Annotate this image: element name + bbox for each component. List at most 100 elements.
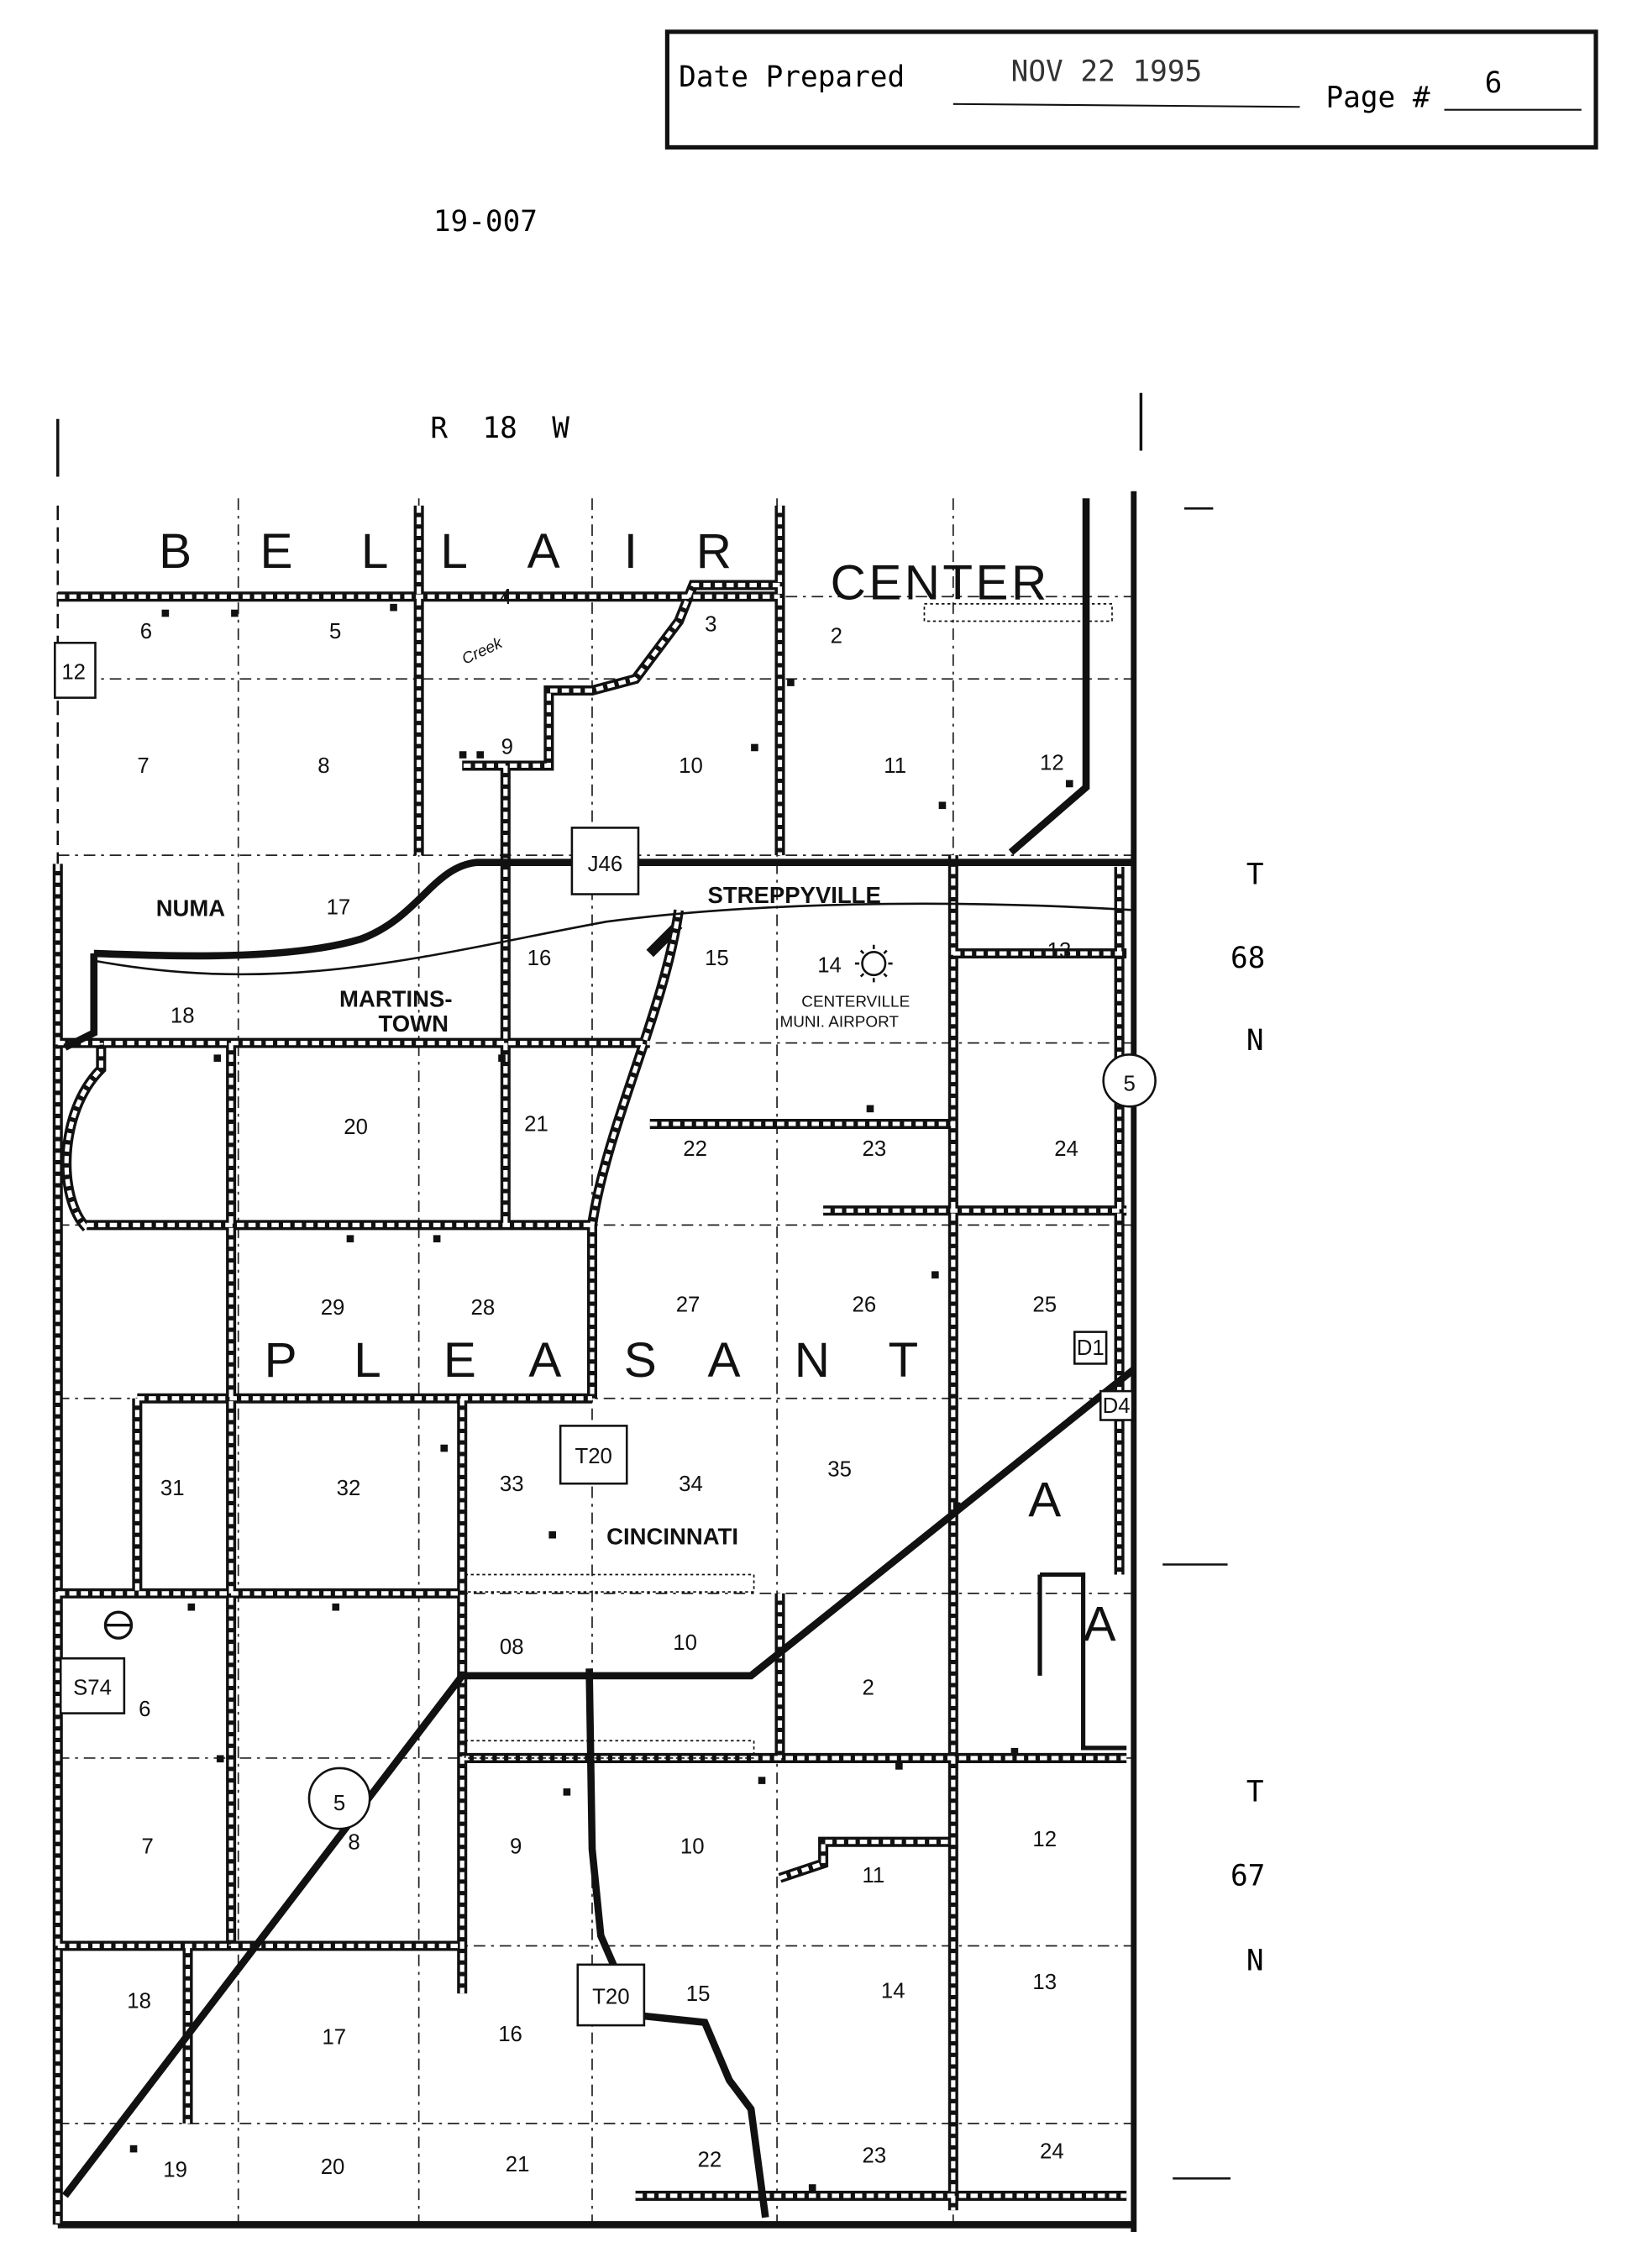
shields-hwy5_east: 5 xyxy=(1123,1072,1135,1095)
hatched-area xyxy=(923,602,1113,622)
shields-t20_south: T20 xyxy=(592,1985,629,2008)
sections_t68-11: 18 xyxy=(171,1005,195,1028)
townships-south-0: T xyxy=(1246,1776,1264,1809)
townships-south-1: 67 xyxy=(1231,1859,1265,1893)
sections_t68-31: 35 xyxy=(827,1458,852,1482)
sections_t68-30: 34 xyxy=(679,1473,703,1496)
sections_t67-11: 17 xyxy=(322,2025,346,2049)
township_names-bellair-6: R xyxy=(696,524,732,579)
section-numbers-t67n: 6 08 10 2 7 8 9 10 11 12 18 17 16 15 14 … xyxy=(127,1631,1063,2182)
shields-s74: S74 xyxy=(73,1676,112,1699)
highways xyxy=(61,498,1136,2218)
sections_t68-2: 4 xyxy=(500,585,512,609)
township-67n-label: T 67 N xyxy=(1231,1776,1265,1978)
township-68n-label: T 68 N xyxy=(1231,858,1265,1058)
sections_t68-17: 20 xyxy=(344,1116,368,1139)
sections_t67-2: 10 xyxy=(673,1631,697,1655)
sections_t68-9: 11 xyxy=(884,754,906,778)
sections_t67-14: 14 xyxy=(881,1979,905,2003)
creek-label: Creek xyxy=(459,634,506,669)
sections_t67-0: 6 xyxy=(139,1698,150,1721)
place-streppyville: STREPPYVILLE xyxy=(708,882,881,908)
shields-d1: D1 xyxy=(1077,1336,1105,1360)
sections_t68-1: 5 xyxy=(329,620,341,643)
sections_t67-10: 18 xyxy=(127,1989,151,2013)
page-label: Page # xyxy=(1325,81,1430,114)
sections_t68-3: 3 xyxy=(705,613,716,637)
shields-d4: D4 xyxy=(1103,1394,1131,1418)
route-12-shield: 12 xyxy=(54,641,97,699)
sections_t67-8: 11 xyxy=(863,1864,885,1887)
sections_t68-23: 28 xyxy=(471,1296,496,1320)
township-name-bellair: B E L L A I R xyxy=(159,524,732,579)
sections_t67-5: 8 xyxy=(348,1830,359,1854)
township-map: B E L L A I R CENTER P L E A S A N T A A… xyxy=(52,491,1157,2233)
sections_t67-16: 19 xyxy=(163,2159,187,2182)
place-cincinnati: CINCINNATI xyxy=(606,1523,738,1549)
sections_t68-18: 21 xyxy=(524,1113,548,1137)
shields-hwy5_south: 5 xyxy=(333,1792,345,1815)
township_names-pleasant-6: N xyxy=(795,1333,830,1388)
sections_t67-13: 15 xyxy=(686,1982,711,2006)
sections_t68-8: 10 xyxy=(679,754,703,778)
date-prepared-label: Date Prepared xyxy=(679,60,905,94)
township-name-center: CENTER xyxy=(831,556,1050,611)
townships-south-2: N xyxy=(1246,1945,1264,1978)
township_names-pleasant-1: L xyxy=(354,1333,381,1388)
route-s74-shield: S74 xyxy=(59,1656,126,1714)
township_names-bellair-3: L xyxy=(440,524,468,579)
sections_t67-9: 12 xyxy=(1032,1828,1057,1851)
sections_t68-27: 31 xyxy=(160,1477,185,1500)
sections_t68-25: 26 xyxy=(852,1294,876,1317)
township_names-pleasant-0: P xyxy=(265,1333,297,1388)
sections_t68-5: 7 xyxy=(137,754,149,778)
place-martinstown: MARTINS- xyxy=(339,986,452,1012)
townships-north-1: 68 xyxy=(1231,942,1265,975)
sections_t68-26: 25 xyxy=(1032,1294,1057,1317)
area-marker: A xyxy=(1028,1473,1061,1528)
sections_t67-3: 2 xyxy=(863,1676,874,1699)
airport-label: MUNI. AIRPORT xyxy=(780,1014,900,1032)
sections_t68-13: 16 xyxy=(527,947,552,970)
highway-5-shield: 5 xyxy=(1102,1053,1157,1108)
route-j46-shield: J46 xyxy=(570,827,640,895)
shields-j46: J46 xyxy=(588,853,623,876)
airport-icon xyxy=(854,944,893,983)
sections_t68-7: 9 xyxy=(501,736,513,759)
township_names-pleasant-5: A xyxy=(708,1333,741,1388)
sections_t67-17: 20 xyxy=(321,2155,345,2179)
range-label: R 18 W xyxy=(430,412,569,445)
shields-t20_north: T20 xyxy=(575,1445,611,1468)
township_names-bellair-4: A xyxy=(527,524,560,579)
sections_t68-19: 22 xyxy=(683,1137,707,1161)
sections_t67-12: 16 xyxy=(498,2023,522,2046)
route-t20-shield: T20 xyxy=(559,1425,628,1485)
date-prepared-value: NOV 22 1995 xyxy=(1011,55,1203,88)
townships-north-0: T xyxy=(1246,858,1264,891)
sections_t68-24: 27 xyxy=(676,1294,701,1317)
township_names-bellair-1: E xyxy=(260,524,293,579)
route-d4-shield: D4 xyxy=(1099,1389,1134,1421)
sections_t67-6: 9 xyxy=(510,1835,522,1858)
sections_t67-7: 10 xyxy=(680,1835,705,1858)
township_names-bellair-0: B xyxy=(159,524,192,579)
townships-north-2: N xyxy=(1246,1024,1264,1058)
township_names-pleasant-7: T xyxy=(888,1333,918,1388)
sections_t67-19: 22 xyxy=(698,2149,722,2172)
sections_t67-4: 7 xyxy=(142,1835,154,1858)
airport-label: CENTERVILLE xyxy=(801,994,910,1011)
township_names-bellair-2: L xyxy=(361,524,389,579)
township_names-pleasant-2: E xyxy=(443,1333,476,1388)
sections_t68-29: 33 xyxy=(500,1473,524,1496)
township-name-pleasant: P L E A S A N T xyxy=(265,1333,919,1388)
place-numa: NUMA xyxy=(156,895,226,921)
route-t20-shield: T20 xyxy=(576,1963,646,2027)
area-marker: A xyxy=(1084,1598,1116,1652)
sections_t68-22: 29 xyxy=(321,1296,345,1320)
document-number: 19-007 xyxy=(433,205,538,239)
place-martinstown: TOWN xyxy=(379,1011,449,1037)
sections_t67-20: 23 xyxy=(863,2144,887,2167)
township_names-pleasant-4: S xyxy=(624,1333,657,1388)
sections_t68-28: 32 xyxy=(337,1477,361,1500)
route-d1-shield: D1 xyxy=(1073,1331,1108,1365)
